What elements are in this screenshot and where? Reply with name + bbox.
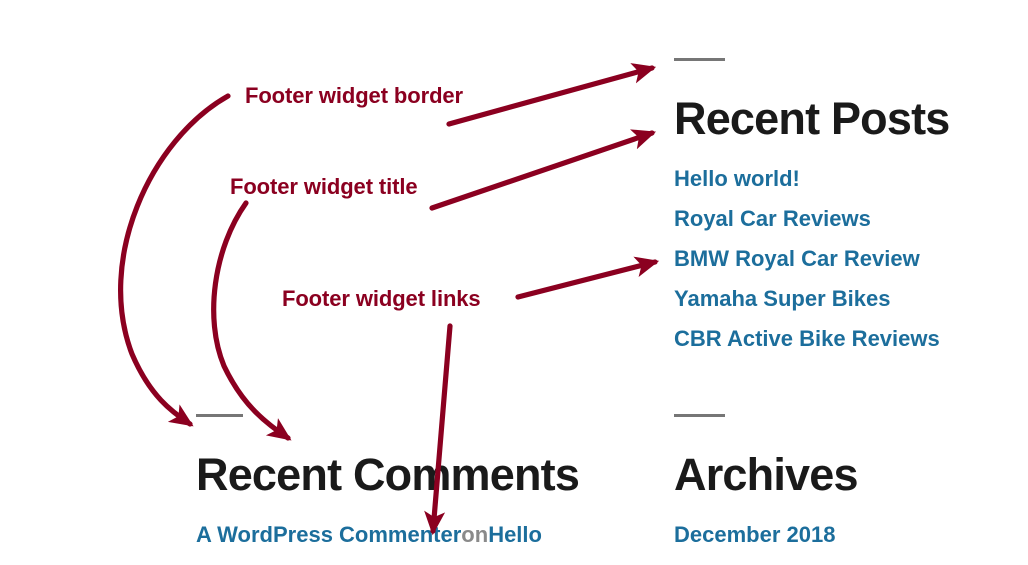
list-item: Hello world! [674, 159, 950, 199]
list-item: Yamaha Super Bikes [674, 279, 950, 319]
footer-widget-recent-posts: Recent Posts Hello world! Royal Car Revi… [674, 58, 950, 359]
annotation-arrow-title-straight [429, 129, 657, 211]
list-item: December 2018 [674, 515, 858, 555]
list-item: A WordPress Commenter on Hello [196, 515, 579, 555]
list-item: Royal Car Reviews [674, 199, 950, 239]
footer-widget-link[interactable]: Hello world! [674, 166, 800, 191]
annotation-arrow-links-vertical [424, 323, 453, 536]
footer-widget-link[interactable]: BMW Royal Car Review [674, 246, 920, 272]
footer-widget-link-list: December 2018 [674, 515, 858, 555]
footer-widget-border [674, 58, 725, 61]
footer-widget-title: Archives [674, 449, 859, 500]
comment-separator: on [461, 522, 489, 547]
footer-widget-title: Recent Posts [674, 93, 950, 144]
annotation-label-footer-widget-title: Footer widget title [230, 174, 418, 199]
footer-widget-title: Recent Comments [196, 449, 580, 500]
footer-widget-border [196, 414, 243, 417]
comment-post-link[interactable]: Hello [488, 522, 542, 547]
annotation-arrow-border-curved [118, 93, 231, 427]
footer-widget-link-list: Hello world! Royal Car Reviews BMW Royal… [674, 159, 950, 359]
footer-widget-link[interactable]: Royal Car Reviews [674, 206, 871, 232]
footer-widget-border [674, 414, 725, 417]
footer-widget-recent-comments: Recent Comments A WordPress Commenter on… [196, 414, 580, 555]
annotation-label-footer-widget-links: Footer widget links [282, 286, 481, 311]
annotation-label-footer-widget-border: Footer widget border [245, 83, 464, 108]
footer-widget-link-list: A WordPress Commenter on Hello [196, 515, 579, 555]
footer-widget-archives: Archives December 2018 [674, 414, 859, 555]
footer-widget-link[interactable]: Yamaha Super Bikes [674, 286, 891, 312]
footer-widget-link[interactable]: CBR Active Bike Reviews [674, 326, 940, 352]
footer-widget-link[interactable]: December 2018 [674, 522, 836, 547]
annotation-arrow-links-straight [515, 256, 660, 300]
list-item: BMW Royal Car Review [674, 239, 950, 279]
annotation-arrow-border-straight [446, 63, 657, 127]
list-item: CBR Active Bike Reviews [674, 319, 950, 359]
comment-author-link[interactable]: A WordPress Commenter [196, 522, 462, 547]
annotation-arrow-title-curved [211, 200, 292, 441]
